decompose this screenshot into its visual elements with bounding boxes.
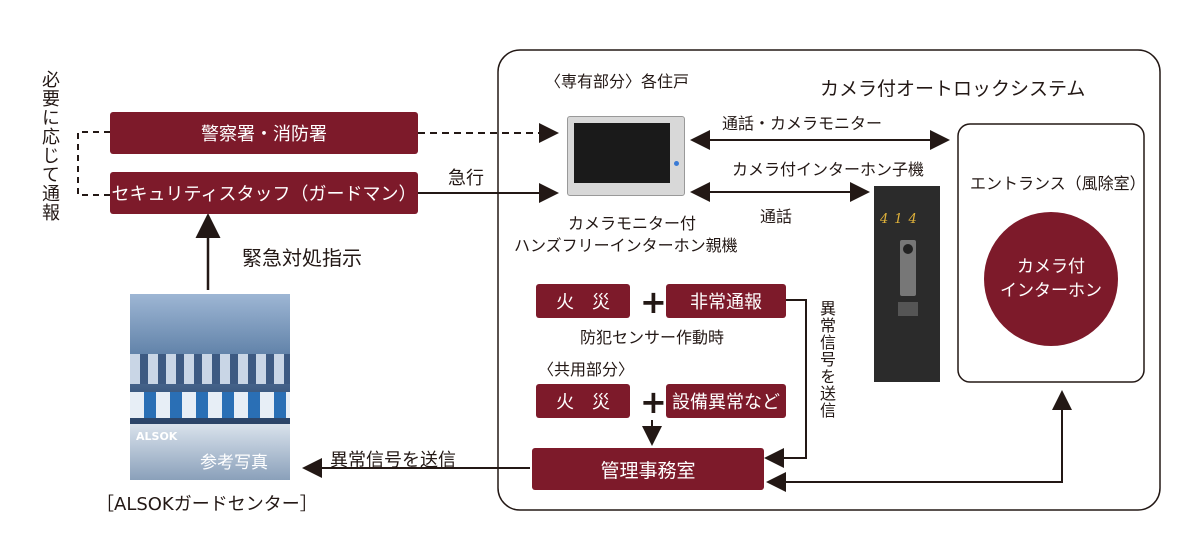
photo-caption: 参考写真 — [200, 453, 268, 473]
camera-intercom-line1: カメラ付 — [1017, 257, 1085, 277]
police-fire-box: 警察署・消防署 — [110, 112, 418, 154]
reader-icon — [898, 302, 918, 316]
monitor-screen — [574, 123, 670, 183]
parent-unit-line2: ハンズフリーインターホン親機 — [514, 236, 738, 255]
photo-logo: ALSOK — [136, 430, 178, 443]
talk-camera-monitor-label: 通話・カメラモニター — [722, 114, 883, 133]
room-number: 414 — [880, 212, 923, 227]
guard-center-photo: ALSOK 参考写真 — [130, 294, 290, 480]
camera-lens-icon — [903, 244, 913, 254]
intercom-sub-unit-panel: 414 — [874, 186, 940, 382]
status-led-icon — [674, 161, 679, 166]
plus-sign-2: + — [640, 383, 667, 421]
camera-intercom-line2: インターホン — [1000, 281, 1102, 301]
equipment-abnormal-box: 設備異常など — [666, 384, 786, 418]
fire-box-2: 火 災 — [536, 384, 630, 418]
rush-label: 急行 — [448, 168, 484, 189]
talk-label: 通話 — [760, 207, 793, 226]
sensor-label: 防犯センサー作動時 — [580, 328, 725, 347]
alsok-center-label: ［ALSOKガードセンター］ — [96, 494, 318, 515]
send-signal-label: 異常信号を送信 — [330, 450, 456, 471]
private-area-label: 〈専有部分〉各住戸 — [545, 72, 690, 91]
camera-intercom-circle: カメラ付 インターホン — [984, 212, 1118, 346]
plus-sign-1: + — [640, 283, 667, 321]
security-staff-box: セキュリティスタッフ（ガードマン） — [110, 172, 418, 214]
keypad-icon — [900, 240, 916, 296]
common-area-label: 〈共用部分〉 — [538, 360, 635, 379]
system-frame — [497, 49, 1161, 511]
fire-box-1: 火 災 — [536, 284, 630, 318]
system-title: カメラ付オートロックシステム — [820, 78, 1086, 100]
sub-unit-label: カメラ付インターホン子機 — [732, 160, 925, 179]
entrance-frame — [957, 123, 1145, 383]
emergency-instruction-label: 緊急対処指示 — [242, 246, 362, 270]
parent-unit-line1: カメラモニター付 — [568, 214, 697, 233]
management-office-box: 管理事務室 — [532, 448, 764, 490]
send-signal-vertical: 異常信号を送信 — [817, 300, 836, 419]
monitor-parent-unit — [567, 116, 685, 196]
report-if-needed-note: 必要に応じて通報 — [39, 70, 60, 222]
emergency-call-box: 非常通報 — [666, 284, 786, 318]
entrance-label: エントランス（風除室） — [970, 174, 1146, 193]
